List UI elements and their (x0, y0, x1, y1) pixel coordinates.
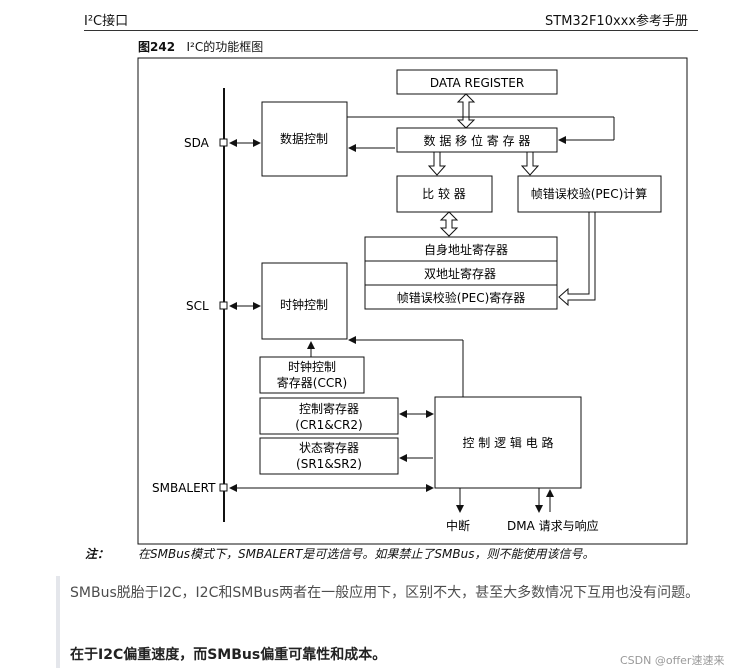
sda-pin (219, 138, 228, 147)
interrupt-label: 中断 (446, 518, 470, 533)
header-rule (84, 30, 698, 31)
cr-label-line2: (CR1&CR2) (295, 418, 362, 432)
data-control-block (261, 101, 348, 177)
comparator-label: 比 较 器 (422, 186, 466, 201)
ccr-block (259, 356, 365, 394)
ccr-label-line2: 寄存器(CCR) (277, 375, 347, 390)
dual-address-label: 双地址寄存器 (424, 266, 496, 281)
figure-title: 图242 I²C的功能框图 (138, 38, 263, 55)
csdn-watermark: CSDN @offer速速来 (620, 654, 725, 667)
body-paragraph: SMBus脱胎于I2C，I2C和SMBus两者在一般应用下，区别不大，甚至大多数… (70, 585, 700, 601)
clock-control-block (261, 262, 348, 340)
data-register-label: DATA REGISTER (430, 76, 524, 90)
body-bold-line: 在于I2C偏重速度，而SMBus偏重可靠性和成本。 (70, 647, 387, 663)
smbalert-pin-label: SMBALERT (152, 481, 216, 495)
pec-calc-block (517, 175, 662, 213)
scl-pin-label: SCL (186, 299, 209, 313)
sr-block (259, 437, 399, 475)
data-control-label: 数据控制 (280, 131, 328, 146)
note-mark: 注： (85, 547, 110, 561)
diagram-frame (137, 57, 688, 545)
cr-block (259, 397, 399, 435)
scl-pin (219, 301, 228, 310)
sda-pin-label: SDA (184, 136, 210, 150)
clock-control-label: 时钟控制 (280, 297, 328, 312)
blockquote-bar (56, 576, 60, 668)
shift-register-label: 数 据 移 位 寄 存 器 (424, 133, 531, 148)
sr-label-line2: (SR1&SR2) (296, 457, 362, 471)
control-logic-block (434, 396, 582, 489)
note-text: 在SMBus模式下，SMBALERT是可选信号。如果禁止了SMBus，则不能使用… (138, 547, 595, 561)
ccr-label-line1: 时钟控制 (288, 359, 336, 374)
smbalert-pin (219, 483, 228, 492)
page-header-right: STM32F10xxx参考手册 (545, 14, 689, 29)
shift-to-comparator-arrow (427, 151, 447, 176)
control-logic-label: 控 制 逻 辑 电 路 (462, 435, 553, 450)
comparator-block (396, 175, 493, 213)
shift-to-pec-arrow (520, 151, 540, 176)
data-register-block (396, 69, 558, 95)
own-address-label: 自身地址寄存器 (424, 242, 508, 257)
pec-calc-label: 帧错误校验(PEC)计算 (531, 186, 648, 201)
dma-label: DMA 请求与响应 (507, 518, 599, 533)
data-register-shift-arrow (456, 93, 476, 129)
cr-label-line1: 控制寄存器 (299, 401, 359, 416)
address-register-stack (364, 236, 558, 310)
figure-number: 图242 (138, 40, 176, 54)
pec-register-label: 帧错误校验(PEC)寄存器 (397, 290, 526, 305)
figure-caption: I²C的功能框图 (186, 40, 264, 54)
pec-calc-to-register-arrow (558, 211, 596, 307)
page-header-left: I²C接口 (84, 14, 129, 29)
shift-register-block (396, 127, 558, 153)
comparator-address-arrow (439, 211, 459, 237)
sr-label-line1: 状态寄存器 (299, 440, 359, 455)
i2c-block-diagram: SDA SCL SMBALERT DATA REGISTER 数据控制 数 据 … (137, 57, 688, 545)
